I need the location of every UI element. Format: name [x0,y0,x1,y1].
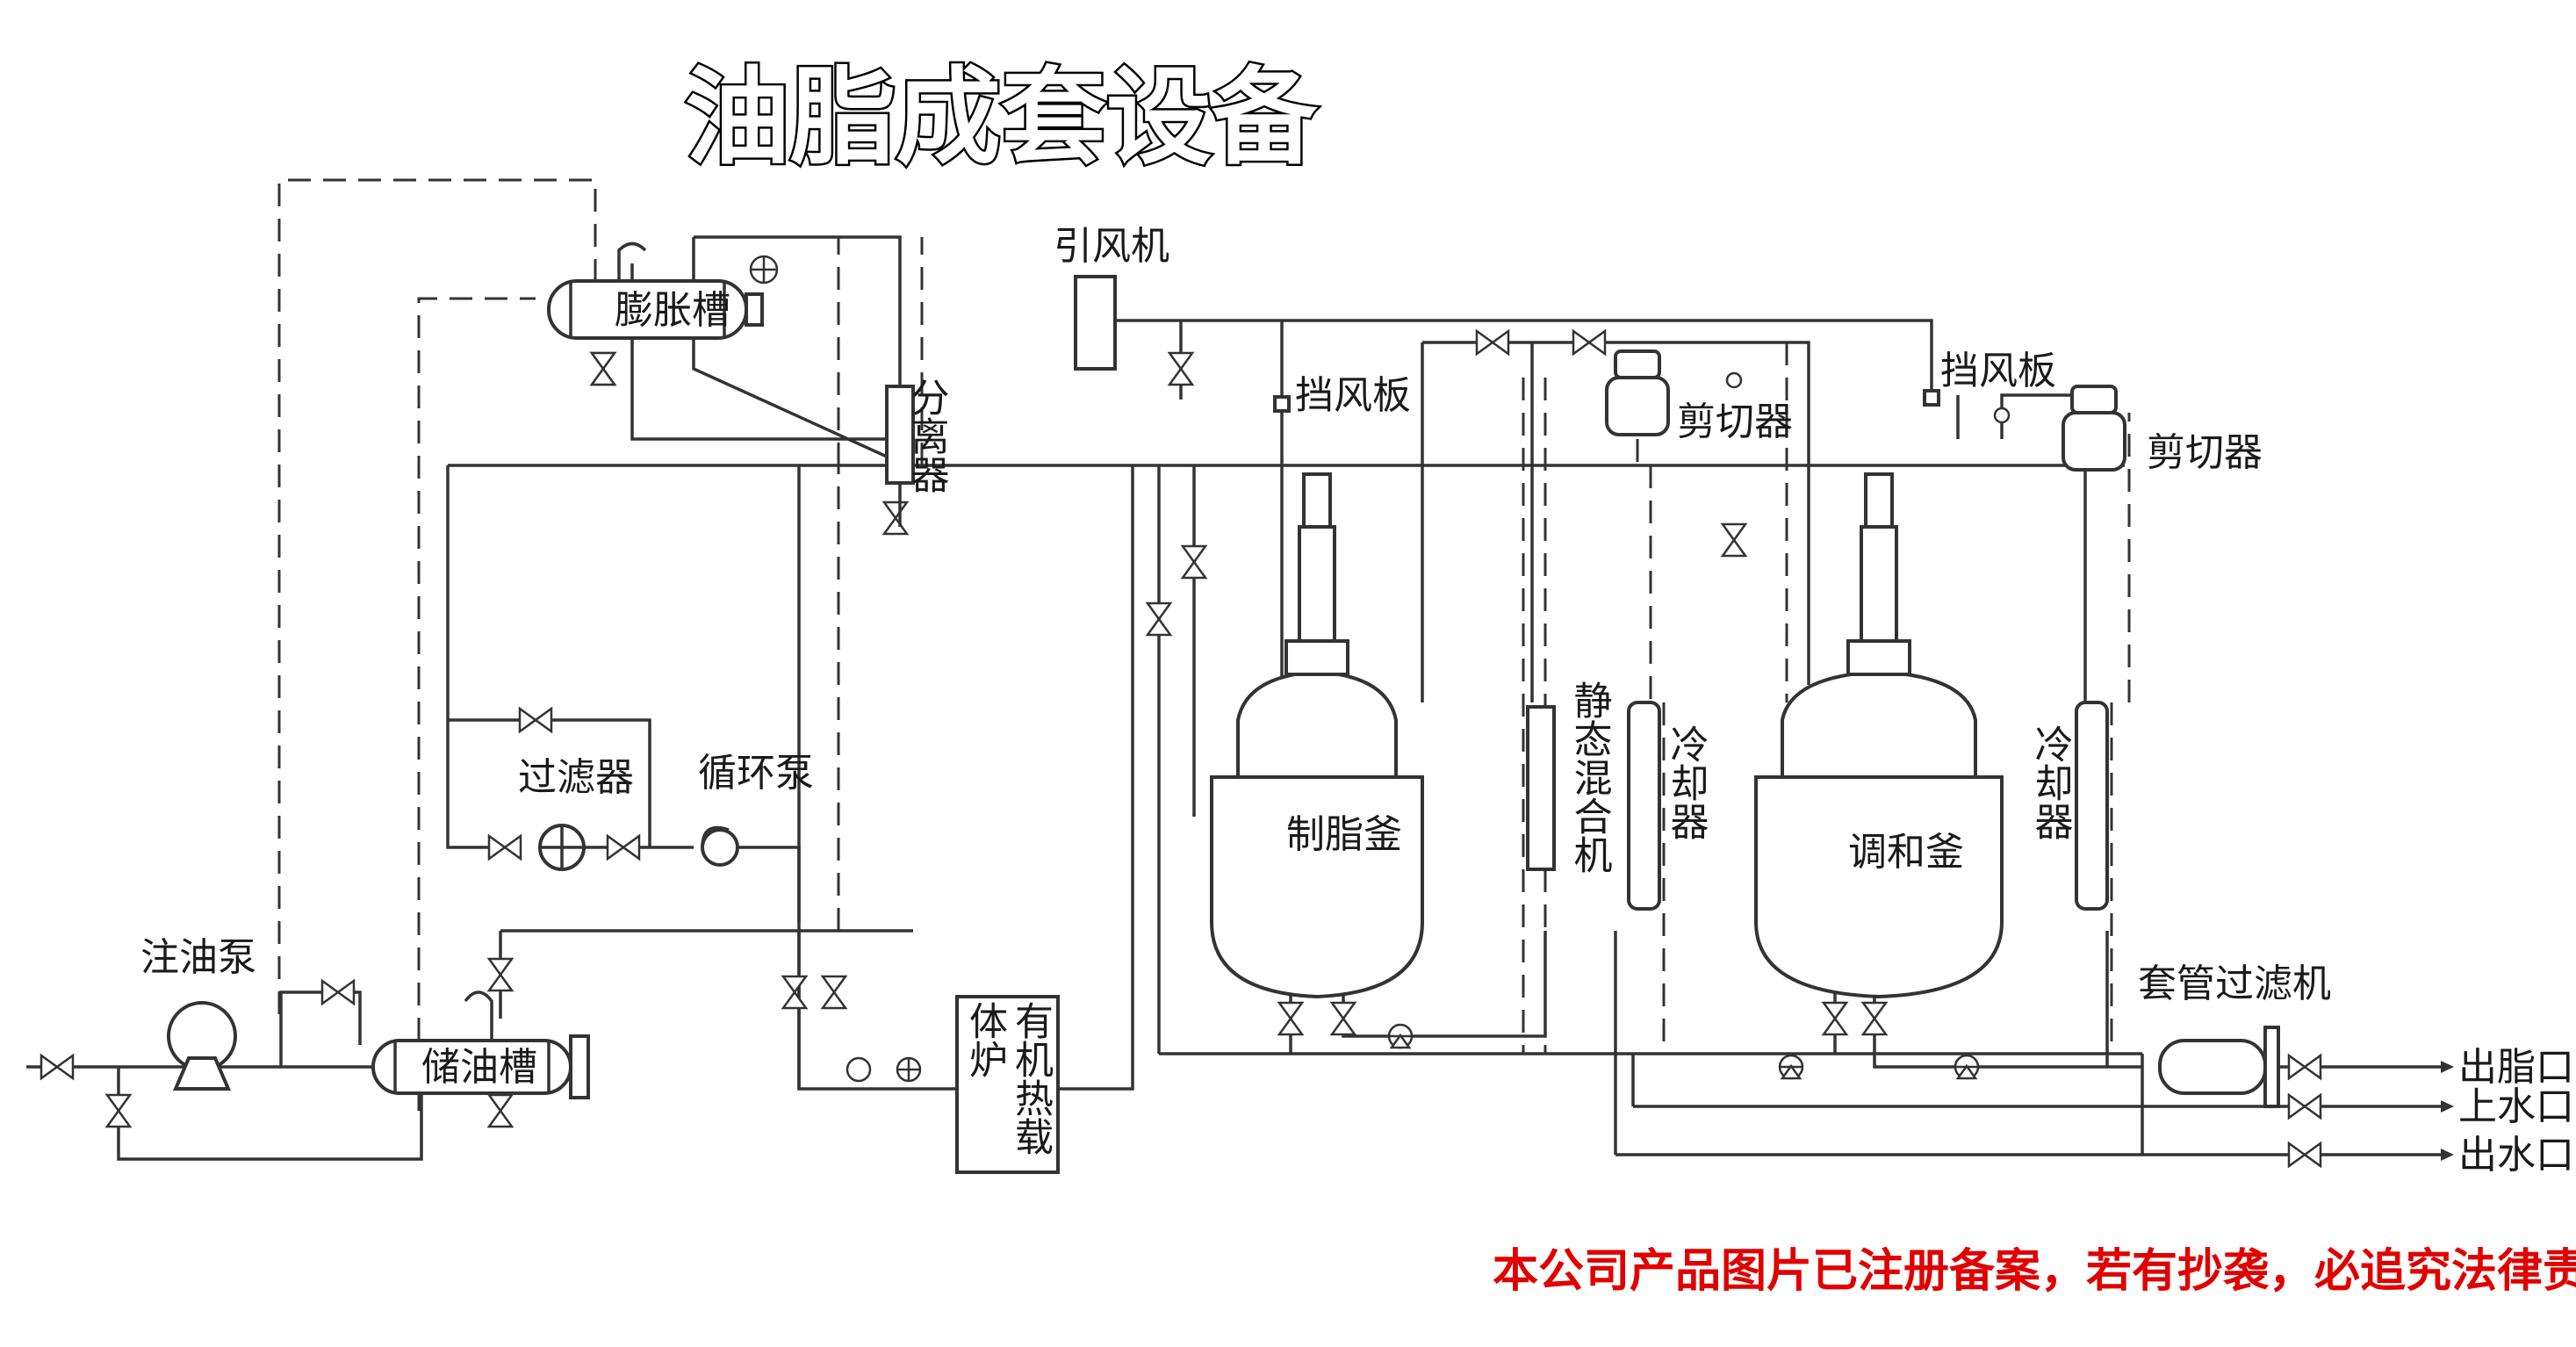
cooler-2: 冷却器 [2028,701,2109,911]
solid-pipelines [26,235,2441,1161]
separator: 分离器 [885,378,949,527]
filter: 过滤器 [518,755,634,871]
expansion-tank: 膨胀槽 [547,241,764,386]
damper-1-label: 挡风板 [1295,373,1411,418]
oil-injection-pump: 注油泵 [140,935,256,1091]
induced-fan: 引风机 [1054,224,1169,371]
shear-1-label: 剪切器 [1677,400,1793,444]
shear-1: 剪切器 [1605,349,1793,444]
water-outlet-label: 出水口 [2458,1133,2574,1178]
grease-kettle: 制脂釜 [1210,472,1424,999]
gauge-icons [845,1056,922,1083]
jacket-filter: 套管过滤机 [2138,962,2331,1108]
valves [40,329,2322,1168]
separator-label: 分离器 [904,378,949,493]
grease-kettle-label: 制脂釜 [1286,812,1402,857]
cooler-1: 冷却器 [1627,701,1709,911]
diagram-title: 油脂成套设备 [685,57,1318,179]
cooler-1-label: 冷却器 [1664,724,1709,840]
shear-2-label: 剪切器 [2147,430,2263,475]
oil-storage-tank-label: 储油槽 [421,1045,537,1090]
copyright-notice: 本公司产品图片已注册备案，若有抄袭，必追究法律责任 [1493,1245,2576,1298]
damper-2: 挡风板 [1923,349,2056,407]
heater-label: 有机热载体炉 [962,1001,1053,1156]
jacket-filter-label: 套管过滤机 [2138,962,2331,1006]
cooler-2-label: 冷却器 [2028,724,2073,840]
oil-injection-pump-label: 注油泵 [140,935,256,980]
grease-outlet-label: 出脂口 [2458,1045,2574,1090]
induced-fan-label: 引风机 [1054,224,1169,269]
static-mixer-label: 静态混合机 [1567,681,1612,874]
damper-1: 挡风板 [1273,373,1411,418]
water-inlet-label: 上水口 [2458,1084,2574,1129]
oil-storage-tank: 储油槽 [371,990,590,1099]
heater: 有机热载体炉 [955,995,1060,1174]
pumps [1387,1023,1980,1080]
circulation-pump-label: 循环泵 [698,751,814,796]
circulation-pump: 循环泵 [698,751,814,867]
vent-icon [749,255,779,285]
blending-kettle-label: 调和釜 [1848,830,1964,875]
static-mixer: 静态混合机 [1526,681,1612,874]
shear-2: 剪切器 [1993,385,2263,475]
outlets: 出脂口 上水口 出水口 [2441,1045,2574,1178]
expansion-tank-label: 膨胀槽 [615,288,730,333]
filter-label: 过滤器 [518,755,634,800]
blending-kettle: 调和釜 [1754,472,2004,999]
damper-2-label: 挡风板 [1940,349,2056,393]
